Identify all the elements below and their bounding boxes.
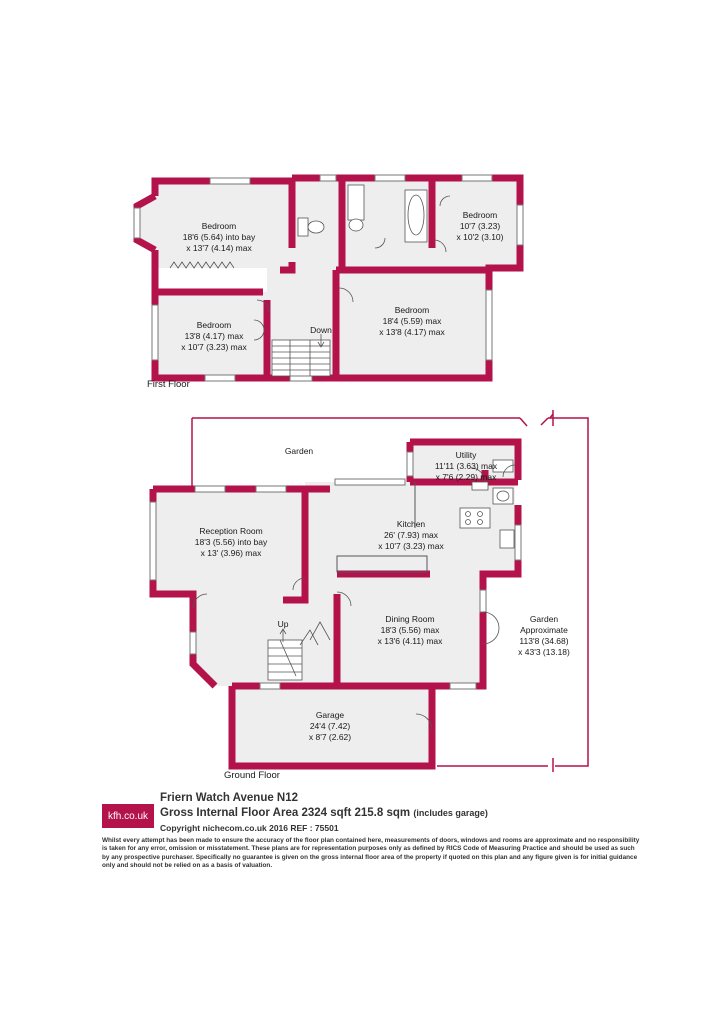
garden-name: Garden [530,614,559,624]
bedroom-3-name: Bedroom [197,320,232,330]
kfh-logo: kfh.co.uk [102,804,154,828]
garden-boundary [191,410,589,772]
ground-floor-doors [192,464,516,731]
bedroom-3-dim-2: x 10'7 (3.23) max [181,342,247,352]
floor-plan: Bedroom 18'6 (5.64) into bay x 13'7 (4.1… [133,174,589,781]
up-label: Up [278,619,289,629]
bedroom-3-dim-1: 13'8 (4.17) max [185,331,245,341]
disclaimer: Whilst every attempt has been made to en… [102,837,640,870]
ground-floor-plan: Garden Utility 11'11 (3.63) max x 7'6 (2… [149,410,589,781]
garden-dim-1: Approximate [520,625,568,635]
dining-name: Dining Room [385,614,434,624]
bedroom-1-name: Bedroom [202,221,237,231]
garden-top-label: Garden [285,446,314,456]
garage-dim-1: 24'4 (7.42) [310,721,351,731]
kitchen-name: Kitchen [397,519,426,529]
floor-area-note: (includes garage) [413,808,488,818]
property-address: Friern Watch Avenue N12 [160,792,299,804]
reception-dim-1: 18'3 (5.56) into bay [195,537,268,547]
ground-floor-inner-lines [336,482,428,573]
garden-dim-3: x 43'3 (13.18) [518,647,570,657]
first-floor-walls [133,174,524,382]
first-floor-windows [133,174,524,382]
utility-dim-1: 11'11 (3.63) max [435,461,498,471]
down-label: Down [310,325,332,335]
first-floor-stairs [272,334,330,376]
first-floor-wardrobes [169,195,451,341]
bedroom-2-dim-1: 10'7 (3.23) [460,221,501,231]
reception-name: Reception Room [199,526,262,536]
utility-name: Utility [456,450,478,460]
ground-floor-stairs [268,621,331,677]
copyright: Copyright nichecom.co.uk 2016 REF : 7550… [160,823,339,833]
floor-area: Gross Internal Floor Area 2324 sqft 215.… [160,807,488,819]
garden-dim-2: 113'8 (34.68) [519,636,568,646]
utility-dim-2: x 7'6 (2.29) max [436,472,497,482]
bedroom-2-dim-2: x 10'2 (3.10) [457,232,504,242]
bedroom-1-dim-2: x 13'7 (4.14) max [186,243,252,253]
bedroom-4-dim-1: 18'4 (5.59) max [383,316,443,326]
garage-dim-2: x 8'7 (2.62) [309,732,351,742]
garage-name: Garage [316,710,345,720]
first-floor-plan: Bedroom 18'6 (5.64) into bay x 13'7 (4.1… [133,174,524,390]
ground-floor-fixtures [267,459,515,681]
dining-dim-2: x 13'6 (4.11) max [378,636,444,646]
dining-dim-1: 18'3 (5.56) max [381,625,441,635]
kitchen-dim-1: 26' (7.93) max [384,530,439,540]
floor-area-main: Gross Internal Floor Area 2324 sqft 215.… [160,807,411,819]
bedroom-4-name: Bedroom [395,305,430,315]
first-floor-label: First Floor [147,379,190,390]
bedroom-1-dim-1: 18'6 (5.64) into bay [183,232,256,242]
reception-dim-2: x 13' (3.96) max [201,548,262,558]
bedroom-4-dim-2: x 13'8 (4.17) max [379,327,445,337]
kitchen-dim-2: x 10'7 (3.23) max [378,541,444,551]
ground-floor-windows [149,451,522,690]
ground-floor-label: Ground Floor [224,770,280,781]
bedroom-2-name: Bedroom [463,210,498,220]
